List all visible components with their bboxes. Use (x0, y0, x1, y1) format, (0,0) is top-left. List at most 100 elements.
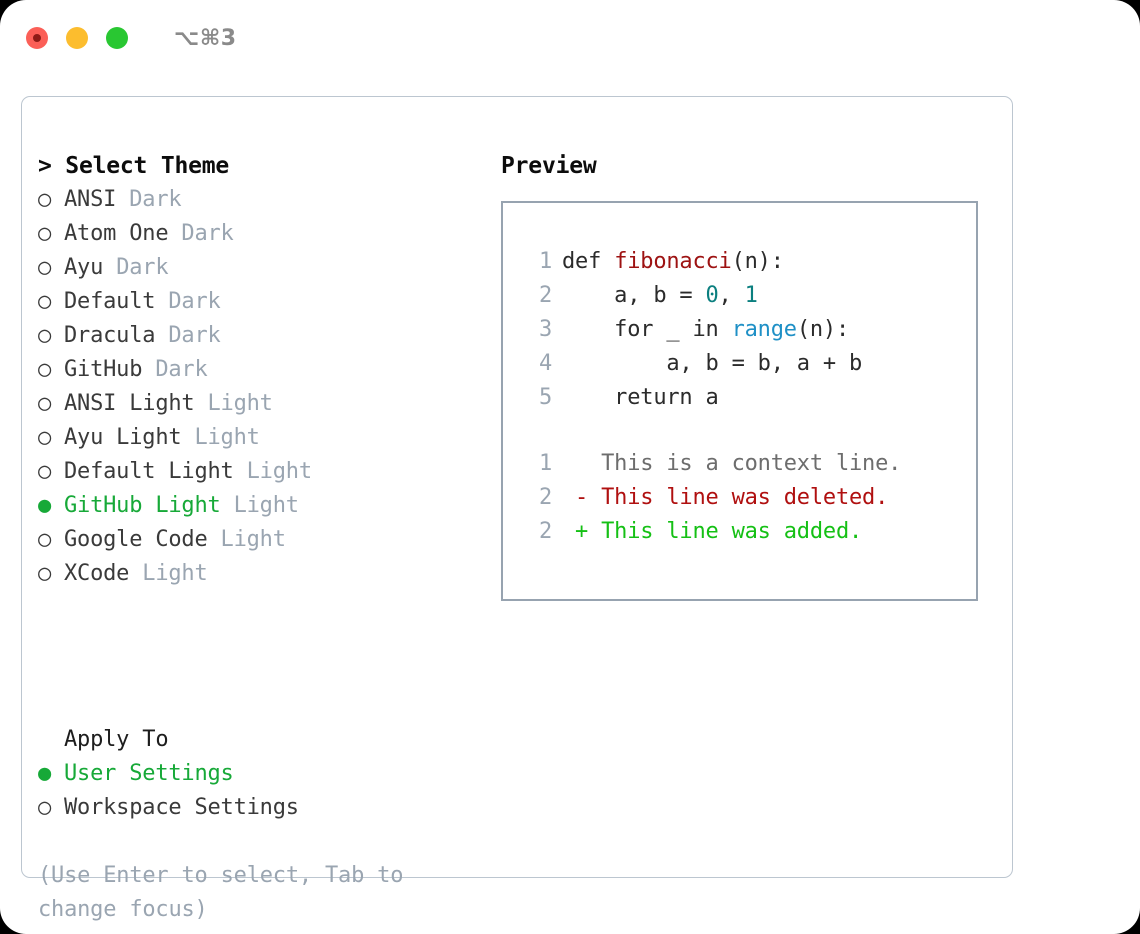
theme-variant-badge: Light (246, 459, 312, 484)
theme-variant-badge: Light (233, 493, 299, 518)
theme-option-label: ANSI Light (64, 391, 195, 416)
line-number: 2 (538, 519, 552, 544)
theme-option-label: Atom One (64, 221, 169, 246)
apply-to-options[interactable]: ● User Settings ○ Workspace Settings (38, 757, 490, 825)
line-number: 2 (538, 485, 552, 510)
preview-header: Preview (501, 153, 597, 179)
theme-option-label: Ayu Light (64, 425, 182, 450)
theme-option-default-light[interactable]: ○ Default Light Light (38, 455, 490, 489)
theme-option-dracula[interactable]: ○ Dracula Dark (38, 319, 490, 353)
theme-selector-panel: > Select Theme ○ANSI Dark○Atom One Dark○… (21, 96, 1013, 922)
theme-option-label: Default Light (64, 459, 234, 484)
radio-unselected-icon: ○ (38, 527, 52, 552)
code-token-plain: def (562, 249, 615, 274)
diff-line-ctx: 1 This is a context line. (522, 447, 968, 481)
radio-unselected-icon: ○ (38, 561, 52, 586)
code-token-plain: (n): (796, 317, 850, 342)
theme-list-column: > Select Theme ○ANSI Dark○Atom One Dark○… (38, 149, 490, 591)
theme-list-header: > Select Theme (38, 153, 230, 179)
theme-variant-badge: Dark (155, 357, 208, 382)
apply-to-option-label: Workspace Settings (64, 795, 299, 820)
theme-option-label: ANSI (64, 187, 117, 212)
radio-unselected-icon: ○ (38, 391, 52, 416)
theme-option-ansi-light[interactable]: ○ ANSI Light Light (38, 387, 490, 421)
theme-option-label: GitHub (64, 357, 143, 382)
radio-unselected-icon: ○ (38, 425, 52, 450)
theme-option-label: Default (64, 289, 156, 314)
theme-variant-badge: Light (142, 561, 208, 586)
minimize-window-button[interactable] (66, 27, 88, 49)
diff-line-text: - This line was deleted. (562, 485, 889, 510)
theme-option-google-code[interactable]: ○ Google Code Light (38, 523, 490, 557)
diff-line-add: 2 + This line was added. (522, 515, 968, 549)
maximize-window-button[interactable] (106, 27, 128, 49)
code-token-builtin: range (731, 317, 797, 342)
theme-option-label: XCode (64, 561, 130, 586)
diff-line-del: 2 - This line was deleted. (522, 481, 968, 515)
close-window-button[interactable] (26, 27, 48, 49)
code-line: 1 def fibonacci(n): (522, 245, 968, 279)
code-line: 4 a, b = b, a + b (522, 347, 968, 381)
code-token-num: 0 (705, 283, 719, 308)
line-number: 1 (538, 249, 552, 274)
radio-unselected-icon: ○ (38, 459, 52, 484)
radio-unselected-icon: ○ (38, 187, 52, 212)
apply-to-option-user-settings[interactable]: ● User Settings (38, 757, 490, 791)
apply-to-title: Apply To (64, 727, 169, 752)
code-token-plain: for _ in (562, 317, 732, 342)
code-token-plain: a, b = b, a + b (562, 351, 863, 376)
theme-option-default[interactable]: ○ Default Dark (38, 285, 490, 319)
theme-variant-badge: Light (220, 527, 286, 552)
radio-unselected-icon: ○ (38, 221, 52, 246)
theme-variant-badge: Dark (116, 255, 169, 280)
radio-unselected-icon: ○ (38, 357, 52, 382)
theme-option-github[interactable]: ○ GitHub Dark (38, 353, 490, 387)
theme-variant-badge: Light (207, 391, 273, 416)
theme-variant-badge: Dark (168, 323, 221, 348)
theme-variant-badge: Dark (168, 289, 221, 314)
theme-variant-badge: Light (194, 425, 260, 450)
theme-variant-badge: Dark (129, 187, 182, 212)
theme-option-ayu[interactable]: ○ Ayu Dark (38, 251, 490, 285)
radio-unselected-icon: ○ (38, 289, 52, 314)
radio-selected-icon: ● (38, 761, 52, 786)
radio-unselected-icon: ○ (38, 255, 52, 280)
radio-selected-icon: ● (38, 493, 52, 518)
code-line: 3 for _ in range(n): (522, 313, 968, 347)
theme-option-github-light[interactable]: ● GitHub Light Light (38, 489, 490, 523)
theme-list[interactable]: ○ ANSI Dark ○ Atom One Dark ○ Ayu Dark ○ Defaul… (38, 183, 490, 591)
theme-option-ayu-light[interactable]: ○ Ayu Light Light (38, 421, 490, 455)
code-token-num: 1 (744, 283, 758, 308)
theme-option-ansi[interactable]: ○ ANSI Dark (38, 183, 490, 217)
code-line: 5 return a (522, 381, 968, 415)
theme-option-label: Dracula (64, 323, 156, 348)
code-token-plain: , (718, 283, 745, 308)
theme-option-xcode[interactable]: ○ XCode Light (38, 557, 490, 591)
code-token-plain: (n): (731, 249, 784, 274)
apply-to-option-label: User Settings (64, 761, 234, 786)
theme-option-label: Google Code (64, 527, 208, 552)
apply-to-option-workspace-settings[interactable]: ○ Workspace Settings (38, 791, 490, 825)
line-number: 3 (538, 317, 552, 342)
radio-unselected-icon: ○ (38, 323, 52, 348)
code-token-plain: return a (562, 385, 719, 410)
theme-option-label: GitHub Light (64, 493, 221, 518)
diff-line-text: This is a context line. (562, 451, 902, 476)
theme-option-label: Ayu (64, 255, 104, 280)
keyboard-hint-text: (Use Enter to select, Tab to change focu… (38, 863, 404, 922)
line-number: 5 (538, 385, 552, 410)
keyboard-shortcut-hint: ⌥⌘3 (174, 25, 237, 51)
line-number: 2 (538, 283, 552, 308)
title-bar: ⌥⌘3 (0, 0, 1140, 76)
radio-unselected-icon: ○ (38, 795, 52, 820)
line-number: 4 (538, 351, 552, 376)
code-token-fn: fibonacci (614, 249, 732, 274)
code-line: 2 a, b = 0, 1 (522, 279, 968, 313)
theme-option-atom-one[interactable]: ○Atom One Dark (38, 217, 490, 251)
diff-line-text: + This line was added. (562, 519, 863, 544)
apply-to-section: Apply To ● User Settings ○ Workspace Settin… (38, 723, 490, 825)
close-icon (33, 34, 41, 42)
